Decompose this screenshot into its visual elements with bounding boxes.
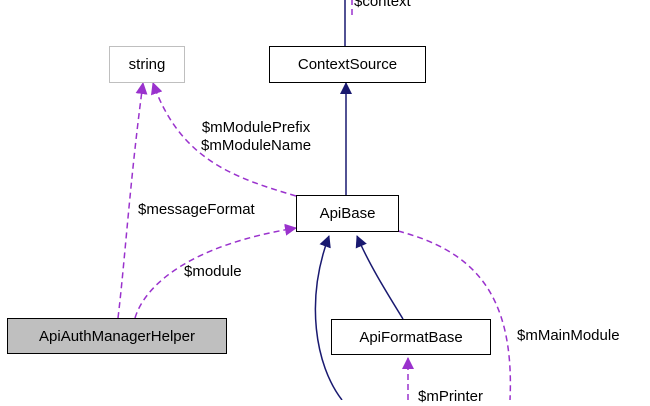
label-context: $context (354, 0, 411, 10)
label-module-prefix: $mModulePrefix (201, 119, 311, 136)
label-message-format: $messageFormat (138, 201, 255, 218)
node-api-format-base[interactable]: ApiFormatBase (331, 319, 491, 355)
edge-messageformat (117, 82, 148, 319)
node-string[interactable]: string (109, 46, 185, 83)
node-api-auth-manager-helper[interactable]: ApiAuthManagerHelper (7, 318, 227, 354)
node-api-base[interactable]: ApiBase (296, 195, 399, 232)
edge-apiformatbase-inherits-apibase (355, 235, 404, 320)
edge-module (134, 223, 297, 319)
node-context-source[interactable]: ContextSource (269, 46, 426, 83)
edge-bottom-inherits-apibase (314, 235, 343, 400)
label-module-prefix-name: $mModulePrefix $mModuleName (201, 119, 311, 155)
edge-moduleprefix (150, 82, 297, 197)
label-printer: $mPrinter (418, 388, 484, 405)
label-main-module: $mMainModule (517, 327, 620, 344)
label-module: $module (184, 263, 242, 280)
edge-mainmodule (397, 230, 512, 400)
label-module-name: $mModuleName (201, 137, 312, 154)
